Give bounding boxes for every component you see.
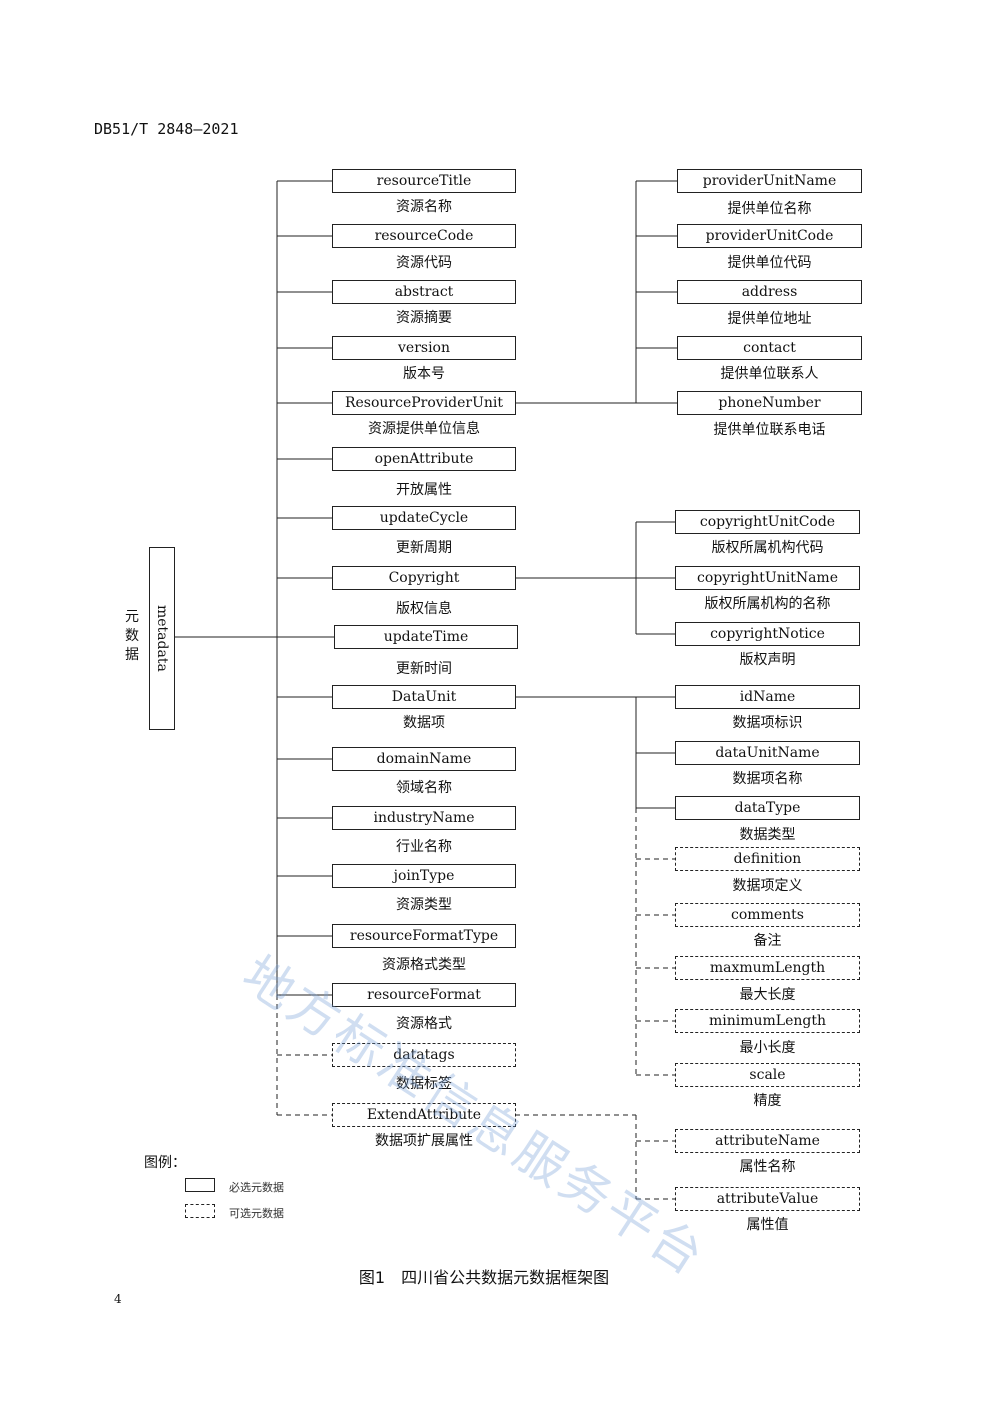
element-label: 开放属性	[396, 482, 452, 498]
element-box-ExtendAttribute: ExtendAttribute	[332, 1103, 516, 1127]
element-box-comments: comments	[675, 903, 860, 927]
element-label: 更新周期	[396, 540, 452, 556]
element-box-copyrightUnitCode: copyrightUnitCode	[675, 510, 860, 534]
element-label: 更新时间	[396, 661, 452, 677]
element-label: 数据项扩展属性	[375, 1133, 473, 1149]
element-label: 版权所属机构的名称	[704, 596, 831, 612]
element-label: 属性名称	[739, 1159, 796, 1175]
element-box-Copyright: Copyright	[332, 566, 516, 590]
root-box: metadata	[149, 547, 175, 730]
legend-optional-label: 可选元数据	[229, 1207, 284, 1220]
element-box-idName: idName	[675, 685, 860, 709]
element-box-ResourceProviderUnit: ResourceProviderUnit	[332, 391, 516, 415]
legend-optional-swatch	[185, 1204, 215, 1218]
element-label: 数据标签	[396, 1076, 452, 1092]
element-box-attributeName: attributeName	[675, 1129, 860, 1153]
element-box-joinType: joinType	[332, 864, 516, 888]
element-label: 提供单位联系电话	[713, 422, 826, 438]
element-label: 行业名称	[396, 839, 452, 855]
element-label: 数据项	[403, 715, 445, 731]
element-box-DataUnit: DataUnit	[332, 685, 516, 709]
root-label: 元数据	[125, 609, 139, 663]
element-label: 提供单位联系人	[720, 366, 819, 382]
page-number: 4	[114, 1292, 122, 1306]
element-box-providerUnitName: providerUnitName	[677, 169, 862, 193]
element-label: 数据类型	[739, 827, 796, 843]
element-box-updateCycle: updateCycle	[332, 506, 516, 530]
element-label: 最大长度	[739, 987, 796, 1003]
element-box-dataUnitName: dataUnitName	[675, 741, 860, 765]
element-label: 版权所属机构代码	[711, 540, 824, 556]
element-label: 资源格式类型	[382, 957, 466, 973]
element-label: 领域名称	[396, 780, 452, 796]
element-label: 备注	[753, 933, 782, 949]
element-box-resourceCode: resourceCode	[332, 224, 516, 248]
element-label: 资源摘要	[396, 310, 452, 326]
element-box-copyrightNotice: copyrightNotice	[675, 622, 860, 646]
element-label: 资源提供单位信息	[368, 421, 480, 437]
element-box-scale: scale	[675, 1063, 860, 1087]
element-label: 提供单位名称	[727, 201, 812, 217]
element-box-resourceFormatType: resourceFormatType	[332, 924, 516, 948]
element-box-dataType: dataType	[675, 796, 860, 820]
element-label: 版本号	[403, 366, 445, 382]
element-label: 资源格式	[396, 1016, 452, 1032]
element-label: 数据项标识	[732, 715, 803, 731]
element-box-openAttribute: openAttribute	[332, 447, 516, 471]
element-label: 提供单位代码	[727, 255, 812, 271]
element-box-contact: contact	[677, 336, 862, 360]
element-box-updateTime: updateTime	[334, 625, 518, 649]
element-box-maxmumLength: maxmumLength	[675, 956, 860, 980]
element-label: 数据项名称	[732, 771, 803, 787]
element-box-datatags: datatags	[332, 1043, 516, 1067]
element-label: 最小长度	[739, 1040, 796, 1056]
element-box-copyrightUnitName: copyrightUnitName	[675, 566, 860, 590]
figure-caption: 图1 四川省公共数据元数据框架图	[358, 1268, 610, 1287]
legend-required-label: 必选元数据	[229, 1181, 284, 1194]
legend-title: 图例：	[144, 1155, 186, 1171]
element-box-resourceTitle: resourceTitle	[332, 169, 516, 193]
element-box-resourceFormat: resourceFormat	[332, 983, 516, 1007]
element-box-providerUnitCode: providerUnitCode	[677, 224, 862, 248]
element-box-abstract: abstract	[332, 280, 516, 304]
element-label: 资源代码	[396, 255, 452, 271]
element-label: 数据项定义	[732, 878, 803, 894]
element-label: 提供单位地址	[727, 311, 812, 327]
element-label: 精度	[753, 1093, 782, 1109]
element-box-attributeValue: attributeValue	[675, 1187, 860, 1211]
element-box-definition: definition	[675, 847, 860, 871]
element-box-minimumLength: minimumLength	[675, 1009, 860, 1033]
element-box-domainName: domainName	[332, 747, 516, 771]
root-name: metadata	[154, 605, 170, 672]
document-id: DB51/T 2848—2021	[94, 120, 239, 138]
element-box-version: version	[332, 336, 516, 360]
element-box-phoneNumber: phoneNumber	[677, 391, 862, 415]
element-label: 资源类型	[396, 897, 452, 913]
element-label: 版权信息	[396, 601, 452, 617]
element-label: 属性值	[746, 1217, 789, 1233]
legend-required-swatch	[185, 1178, 215, 1192]
element-box-industryName: industryName	[332, 806, 516, 830]
element-box-address: address	[677, 280, 862, 304]
element-label: 版权声明	[739, 652, 796, 668]
element-label: 资源名称	[396, 199, 452, 215]
